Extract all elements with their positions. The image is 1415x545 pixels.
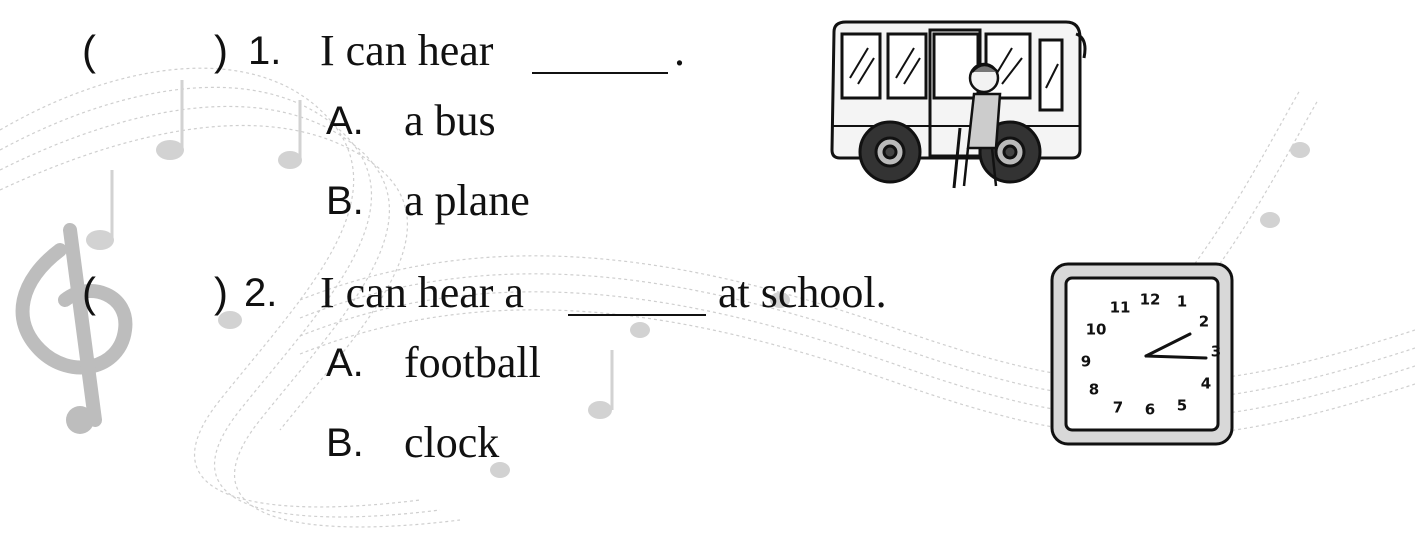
answer-paren-open: ( bbox=[82, 269, 96, 316]
question-stem: ( ) 1. I can hear . bbox=[0, 20, 1000, 82]
clock-number: 3 bbox=[1211, 343, 1221, 361]
question-1: ( ) 1. I can hear . A. a bus B. a plane bbox=[0, 20, 1000, 225]
option-letter: A. bbox=[326, 99, 364, 143]
answer-paren-close: ) bbox=[214, 27, 228, 74]
clock-number: 4 bbox=[1201, 375, 1211, 393]
question-stem-tail: . bbox=[674, 26, 685, 75]
clock-number: 6 bbox=[1145, 401, 1155, 419]
clock-number: 5 bbox=[1177, 397, 1187, 415]
clock-number: 1 bbox=[1177, 293, 1187, 311]
clock-picture: 12 1 2 3 4 5 6 7 8 9 10 11 bbox=[1050, 262, 1234, 446]
question-stem-tail: at school. bbox=[718, 268, 887, 317]
option-text: clock bbox=[404, 418, 500, 467]
question-stem: ( ) 2. I can hear a at school. bbox=[0, 262, 1000, 324]
clock-number: 12 bbox=[1140, 291, 1161, 309]
clock-number: 7 bbox=[1113, 399, 1123, 417]
clock-hour-hand bbox=[1144, 354, 1208, 360]
clock-number: 9 bbox=[1081, 353, 1091, 371]
option-letter: B. bbox=[326, 421, 364, 465]
option-text: a plane bbox=[404, 176, 530, 225]
clock-number: 8 bbox=[1089, 381, 1099, 399]
option-text: a bus bbox=[404, 96, 496, 145]
option-letter: A. bbox=[326, 341, 364, 385]
answer-paren-open: ( bbox=[82, 27, 96, 74]
clock-minute-hand bbox=[1144, 332, 1192, 358]
question-number: 1. bbox=[248, 29, 282, 73]
answer-blank[interactable] bbox=[568, 270, 706, 316]
clock-number: 10 bbox=[1086, 321, 1107, 339]
bus-picture bbox=[830, 20, 1087, 189]
answer-blank[interactable] bbox=[532, 28, 668, 74]
treble-clef-icon bbox=[15, 223, 133, 434]
question-2: ( ) 2. I can hear a at school. A. footba… bbox=[0, 262, 1000, 467]
clock-number: 2 bbox=[1199, 313, 1209, 331]
option-letter: B. bbox=[326, 179, 364, 223]
old-man-icon bbox=[952, 62, 1002, 189]
clock-number: 11 bbox=[1110, 299, 1131, 317]
option-text: football bbox=[404, 338, 541, 387]
answer-paren-close: ) bbox=[214, 269, 228, 316]
question-stem-text: I can hear a bbox=[320, 268, 524, 317]
question-stem-text: I can hear bbox=[320, 26, 494, 75]
question-number: 2. bbox=[244, 271, 278, 315]
